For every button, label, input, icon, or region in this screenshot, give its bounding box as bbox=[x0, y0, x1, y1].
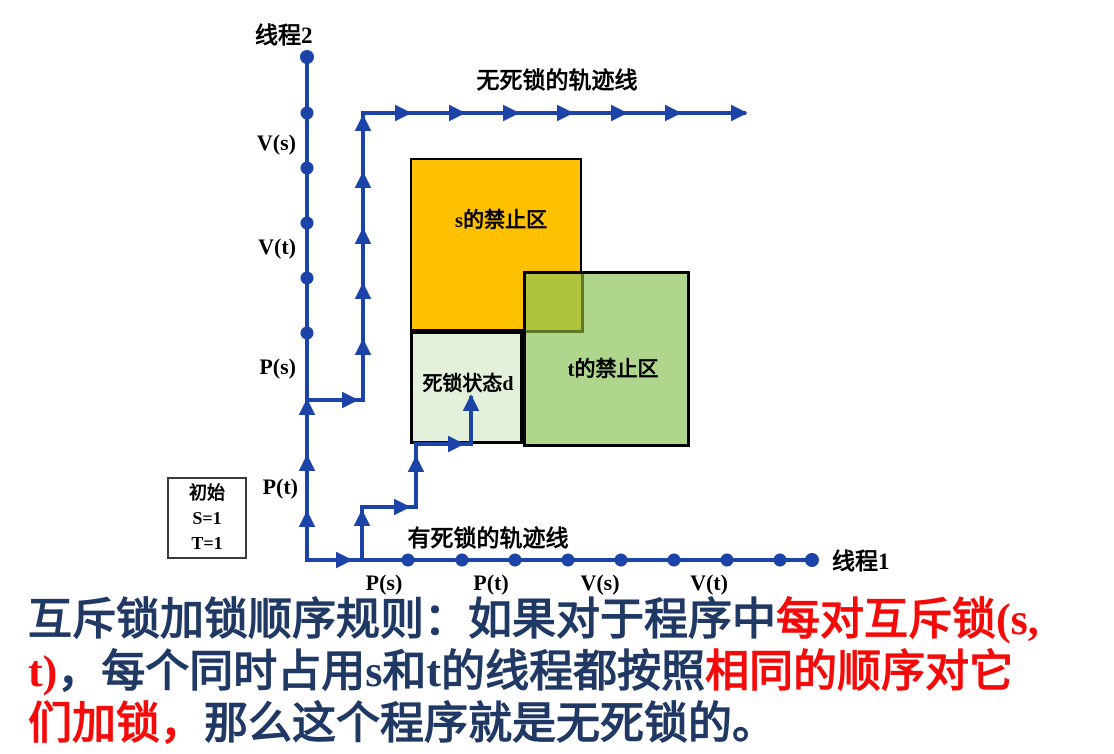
deadlock-trajectory bbox=[307, 394, 480, 569]
caption-segment: 那么这个程序就是无死锁的。 bbox=[204, 699, 776, 748]
y-tick-ps: P(s) bbox=[259, 354, 296, 379]
caption-segment: 相同的顺序对它 bbox=[705, 647, 1014, 696]
axes-and-trajectories-canvas bbox=[298, 50, 819, 569]
x-tick-vt: V(t) bbox=[690, 570, 728, 595]
x-tick-pt: P(t) bbox=[473, 570, 509, 595]
thread2-axis-label: 线程2 bbox=[255, 23, 313, 48]
initial-state-line3: T=1 bbox=[191, 532, 223, 553]
no-deadlock-trajectory-label: 无死锁的轨迹线 bbox=[476, 68, 638, 93]
y-tick-vs: V(s) bbox=[256, 130, 296, 155]
caption-segment: 互斥锁加锁顺序规则：如果对于程序中 bbox=[28, 595, 776, 644]
caption-segment: 们加锁， bbox=[28, 699, 204, 748]
deadlock-state-region bbox=[410, 331, 523, 444]
initial-state-line2: S=1 bbox=[192, 507, 222, 528]
no-deadlock-trajectory bbox=[298, 104, 748, 560]
x-tick-vs: V(s) bbox=[580, 570, 620, 595]
thread1-axis-label: 线程1 bbox=[832, 549, 890, 574]
caption-line-2: t)，每个同时占用s和t的线程都按照相同的顺序对它 bbox=[28, 646, 1108, 698]
t-forbidden-label: t的禁止区 bbox=[567, 357, 659, 381]
deadlock-trajectory-label: 有死锁的轨迹线 bbox=[407, 526, 569, 551]
initial-state-line1: 初始 bbox=[189, 482, 225, 503]
deadlock-state-label: 死锁状态d bbox=[422, 373, 514, 395]
caption-line-3: 们加锁，那么这个程序就是无死锁的。 bbox=[28, 698, 1108, 750]
caption-line-1: 互斥锁加锁顺序规则：如果对于程序中每对互斥锁(s, bbox=[28, 594, 1108, 646]
caption-segment: ，每个同时占用s和t的线程都按照 bbox=[57, 647, 706, 696]
s-forbidden-label: s的禁止区 bbox=[454, 208, 548, 232]
x-tick-ps: P(s) bbox=[365, 570, 403, 595]
y-tick-vt: V(t) bbox=[258, 234, 296, 259]
initial-state-box: 初始 S=1 T=1 bbox=[167, 477, 247, 559]
caption-segment: 每对互斥锁(s, bbox=[776, 595, 1039, 644]
mutex-ordering-rule-caption: 互斥锁加锁顺序规则：如果对于程序中每对互斥锁(s, t)，每个同时占用s和t的线… bbox=[28, 594, 1108, 750]
regions-overlap-area bbox=[526, 274, 584, 333]
caption-segment: t) bbox=[28, 647, 58, 696]
y-tick-pt: P(t) bbox=[262, 474, 298, 499]
